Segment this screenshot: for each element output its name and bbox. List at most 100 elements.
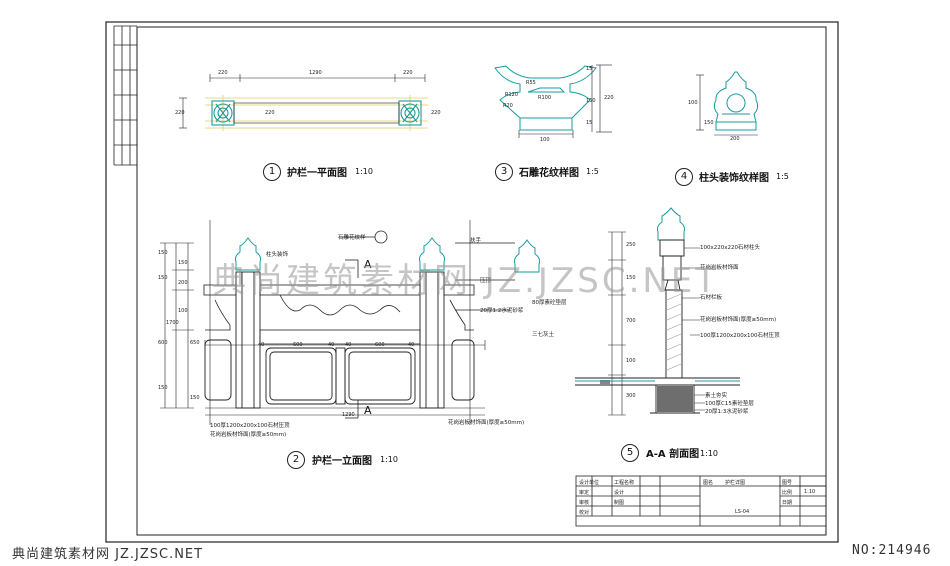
elev-dim-3: 600	[158, 340, 168, 346]
footer-serial-number: NO:214946	[852, 543, 932, 558]
elev-callout-7: 三七灰土	[532, 332, 555, 338]
sec-note-2: 花岗岩板材饰面	[700, 265, 739, 271]
tb-cell-7: 日期	[782, 500, 793, 506]
elev-callout-4: 压顶	[480, 278, 492, 284]
tb-cell-12: 制图	[614, 500, 625, 506]
title-block	[575, 475, 827, 527]
sec-note-7: 100厚C15素砼垫层	[705, 401, 754, 407]
sec-dim-3: 700	[626, 318, 636, 324]
tb-cell-3: 图名	[703, 480, 714, 486]
d3-dim-2: R120	[505, 92, 519, 98]
tb-cell-11: 设计	[614, 490, 625, 496]
section-mark-bottom: A	[364, 404, 372, 417]
elev-dim-9: 650	[190, 340, 200, 346]
elev-dim-6: 200	[178, 280, 188, 286]
tb-cell-14: 1:10	[804, 489, 816, 495]
elev-dim-11: 40	[258, 342, 265, 348]
view2-number: 2	[287, 451, 305, 469]
d3-dim-1: R55	[526, 80, 536, 86]
sec-note-6: 素土夯实	[705, 393, 728, 399]
sec-note-1: 100x220x220石材柱头	[700, 245, 761, 251]
detail3-view	[494, 65, 597, 131]
elev-note-3: 花岗岩板材饰面(厚度≥50mm)	[448, 420, 525, 426]
elev-dim-5: 150	[178, 260, 188, 266]
elevation-view	[160, 220, 540, 425]
view3-number: 3	[495, 163, 513, 181]
view1-number: 1	[263, 163, 281, 181]
elev-dim-7: 100	[178, 308, 188, 314]
view4-scale: 1:5	[776, 172, 789, 181]
d3-dim-8: 220	[604, 95, 614, 101]
elev-dim-15: 600	[375, 342, 385, 348]
d3-dim-9: 150	[586, 98, 596, 104]
view2-title: 护栏一立面图	[312, 456, 372, 467]
elev-dim-14: 40	[345, 342, 352, 348]
tb-cell-5: 图号	[782, 480, 793, 486]
elev-dim-13: 40	[328, 342, 335, 348]
tb-cell-4: 护栏详图	[725, 480, 746, 486]
view4-title: 柱头装饰纹样图	[699, 173, 769, 184]
plan-dim-4: 220	[175, 110, 185, 116]
section-mark-top: A	[364, 258, 372, 271]
elev-dim-2: 150	[158, 275, 168, 281]
view5-number: 5	[621, 444, 639, 462]
view3-title: 石雕花纹样图	[519, 168, 579, 179]
sec-note-8: 20厚1:3水泥砂浆	[705, 409, 749, 415]
tb-cell-6: 比例	[782, 490, 793, 496]
tb-cell-1: 设计单位	[579, 480, 600, 486]
d3-dim-7: 15	[586, 120, 593, 126]
plan-dim-1: 220	[218, 70, 228, 76]
elev-dim-8: 1700	[166, 320, 179, 326]
elev-dim-1: 150	[158, 250, 168, 256]
view1-title: 护栏一平面图	[287, 168, 347, 179]
sec-note-3: 石材栏板	[700, 295, 723, 301]
elev-dim-16: 40	[408, 342, 415, 348]
view1-scale: 1:10	[355, 167, 373, 176]
d3-dim-6: 15	[586, 66, 593, 72]
elev-note-1: 100厚1200x200x100石材压顶	[210, 423, 290, 429]
sec-note-4: 花岗岩板材饰面(厚度≥50mm)	[700, 317, 777, 323]
d3-dim-4: R20	[503, 103, 513, 109]
elev-dim-4: 150	[158, 385, 168, 391]
sec-dim-1: 250	[626, 242, 636, 248]
outer-frame	[105, 21, 839, 543]
elev-dim-12: 600	[293, 342, 303, 348]
binding-strip	[113, 25, 137, 166]
elev-dim-17: 1290	[342, 412, 355, 418]
elev-callout-5: 20厚1:2水泥砂浆	[480, 308, 524, 314]
sec-dim-5: 300	[626, 393, 636, 399]
tb-cell-13: LS-04	[735, 509, 750, 515]
d4-dim-3: 150	[704, 120, 714, 126]
d4-dim-1: 100	[688, 100, 698, 106]
tb-cell-8: 审定	[579, 490, 590, 496]
plan-dim-5: 220	[265, 110, 275, 116]
d3-dim-5: 100	[540, 137, 550, 143]
plan-dim-3: 220	[403, 70, 413, 76]
elev-callout-1: 柱头装饰	[266, 252, 289, 258]
view4-number: 4	[675, 168, 693, 186]
view3-scale: 1:5	[586, 167, 599, 176]
section-view	[575, 207, 740, 416]
footer-site-name: 典尚建筑素材网 JZ.JZSC.NET	[12, 547, 204, 562]
sec-dim-2: 150	[626, 275, 636, 281]
plan-dim-2: 1290	[309, 70, 322, 76]
elev-note-2: 花岗岩板材饰面(厚度≥50mm)	[210, 432, 287, 438]
d3-dim-3: R100	[538, 95, 552, 101]
elev-dim-10: 150	[190, 395, 200, 401]
sec-note-5: 100厚1200x200x100石材压顶	[700, 333, 780, 339]
view5-title: A-A 剖面图	[646, 449, 700, 460]
elev-callout-6: 80厚素砼垫层	[532, 300, 567, 306]
elev-callout-2: 石雕花纹样	[338, 235, 366, 241]
tb-cell-2: 工程名称	[614, 480, 635, 486]
view5-scale: 1:10	[700, 449, 718, 458]
plan-dim-6: 220	[431, 110, 441, 116]
elev-callout-3: 扶手	[470, 238, 482, 244]
inner-frame	[136, 26, 827, 536]
tb-cell-9: 审核	[579, 500, 590, 506]
d4-dim-2: 200	[730, 136, 740, 142]
view2-scale: 1:10	[380, 455, 398, 464]
watermark: 典尚建筑素材网 JZ.JZSC.NET	[212, 261, 720, 301]
tb-cell-10: 校对	[579, 510, 590, 516]
sec-dim-4: 100	[626, 358, 636, 364]
